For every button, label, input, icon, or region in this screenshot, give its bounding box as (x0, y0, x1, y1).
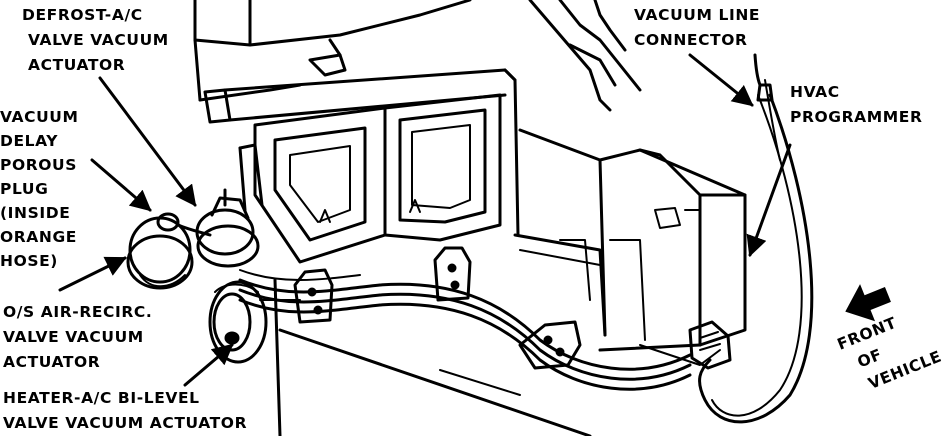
label-front-of-vehicle: FRONT OF VEHICLE (835, 303, 944, 398)
hvac-module-drawing (126, 0, 814, 436)
label-vacuum-line-connector: VACUUM LINE CONNECTOR (634, 6, 766, 49)
callout-labels: DEFROST-A/C VALVE VACUUM ACTUATOR VACUUM… (0, 6, 944, 432)
arrow-vacuum-connector (688, 53, 754, 107)
label-vacuum-delay-plug: VACUUM DELAY POROUS PLUG (INSIDE ORANGE … (0, 108, 85, 270)
arrow-defrost-actuator (98, 76, 197, 207)
label-recirc-actuator: O/S AIR-RECIRC. VALVE VACUUM ACTUATOR (3, 303, 158, 371)
leader-arrows (58, 53, 792, 387)
front-direction-arrow (845, 284, 891, 322)
label-defrost-actuator: DEFROST-A/C VALVE VACUUM ACTUATOR (22, 6, 175, 74)
arrow-hvac-programmer (746, 143, 792, 257)
arrow-delay-plug (90, 158, 152, 212)
arrow-recirc-actuator (58, 256, 127, 292)
label-bilevel-actuator: HEATER-A/C BI-LEVEL VALVE VACUUM ACTUATO… (3, 389, 247, 432)
arrow-bilevel-actuator (183, 343, 234, 387)
label-hvac-programmer: HVAC PROGRAMMER (790, 83, 923, 126)
